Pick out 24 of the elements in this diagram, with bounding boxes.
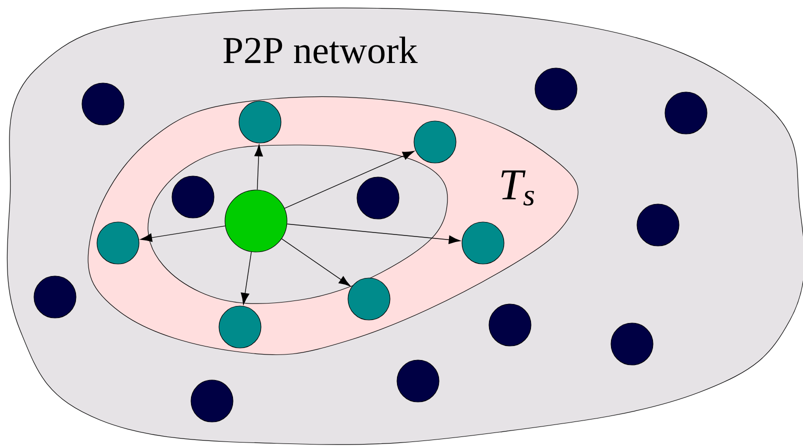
peer-dot bbox=[218, 306, 262, 348]
peer-dot bbox=[356, 176, 400, 220]
source-node bbox=[224, 190, 288, 252]
peer-dot bbox=[664, 92, 708, 134]
peer-dot bbox=[534, 68, 578, 110]
arrow bbox=[281, 238, 351, 286]
arrow bbox=[284, 150, 414, 209]
peer-dot bbox=[610, 322, 654, 366]
peer-dot bbox=[172, 176, 214, 218]
peer-dot bbox=[190, 380, 234, 422]
peer-dot bbox=[462, 222, 504, 264]
peer-dot bbox=[82, 82, 124, 126]
peer-dot bbox=[396, 360, 440, 402]
peer-dot bbox=[414, 120, 456, 164]
peer-dot bbox=[348, 278, 390, 320]
peer-dot bbox=[96, 222, 140, 264]
arrow bbox=[240, 252, 252, 305]
arrow bbox=[286, 224, 461, 244]
arrow bbox=[140, 226, 226, 242]
peer-dot bbox=[238, 100, 282, 144]
arrow bbox=[254, 144, 263, 190]
peer-dot bbox=[636, 204, 680, 246]
peer-dot bbox=[488, 304, 532, 346]
peer-dot bbox=[34, 276, 76, 318]
